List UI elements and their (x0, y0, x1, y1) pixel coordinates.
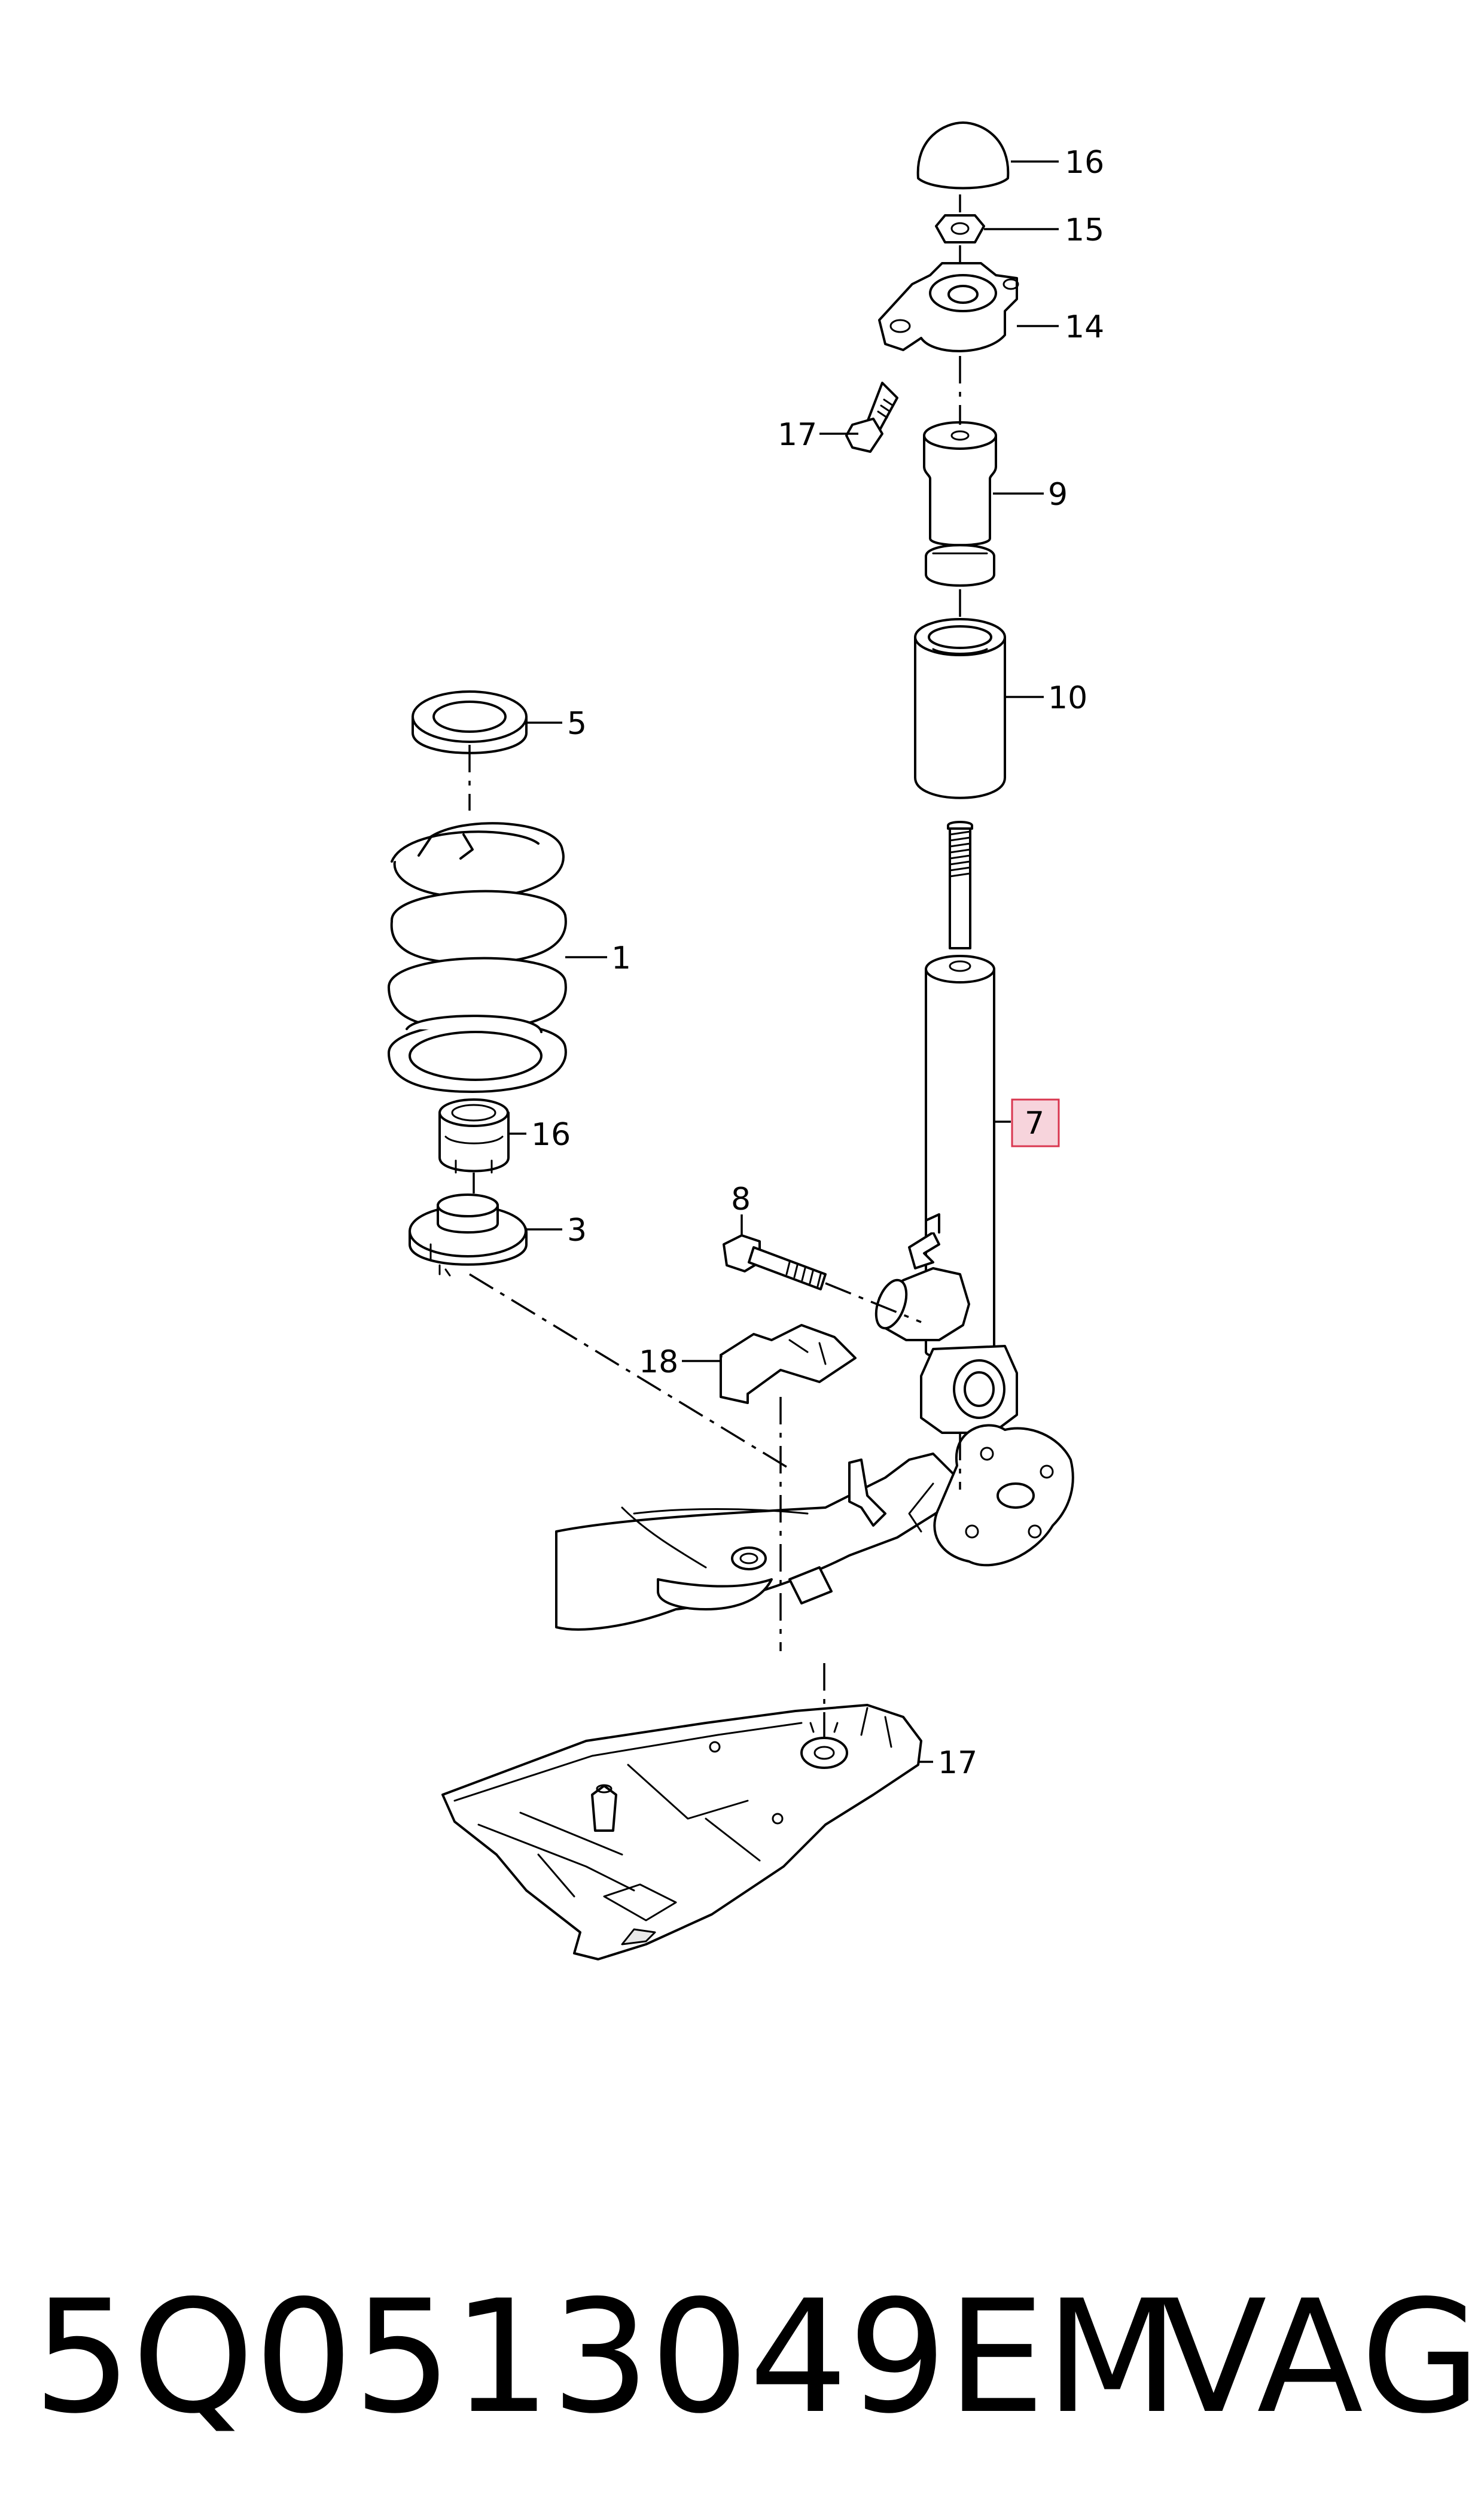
callout-17-final: 17 (938, 1745, 977, 1781)
callout-labels: 16 15 14 17 9 10 5 1 14 15 14 3 8 18 17 (567, 145, 1104, 1380)
callout-18: 18 (639, 1344, 678, 1380)
callout-5: 5 (567, 706, 587, 742)
rear-axle-beam (555, 1424, 1074, 1631)
callout-12: 14 (1065, 309, 1104, 345)
part-10-protective-sleeve (914, 618, 1006, 799)
part-7-shock-absorber (874, 821, 1018, 1434)
assembly-axes (468, 194, 961, 1738)
part-9-bump-stop (923, 421, 997, 587)
part-8-bolt (723, 1234, 827, 1290)
callout-7: 7 (1025, 1106, 1044, 1141)
part-15-bolt (845, 382, 898, 453)
part-number: 5Q0513049EM (33, 2267, 1180, 2448)
callout-1: 1 (611, 940, 631, 976)
callout-16-final: 16 (531, 1117, 571, 1153)
part-17-underbody-panel (441, 1704, 922, 1960)
part-18-bracket (720, 1324, 857, 1404)
part-1-coil-spring (388, 822, 567, 1093)
callout-7-highlight[interactable]: 7 (1011, 1098, 1060, 1147)
part-12-top-mount (878, 262, 1019, 352)
callout-15: 17 (778, 417, 817, 453)
callout-8: 8 (731, 1182, 751, 1217)
part-3-lower-spring-seat (409, 1193, 528, 1277)
part-13-nut (935, 214, 985, 243)
part-14-dust-cap (916, 121, 1010, 190)
brand-label: VAG (1160, 2267, 1481, 2448)
leader-lines (508, 160, 1059, 1763)
highlight-box (1011, 1098, 1060, 1147)
part-16-spring-pad (438, 1098, 510, 1174)
callout-13: 15 (1065, 212, 1104, 248)
callout-14: 16 (1065, 145, 1104, 181)
callout-3: 3 (567, 1213, 587, 1249)
part-5-upper-spring-seat (412, 690, 528, 754)
callout-10: 10 (1048, 680, 1087, 716)
callout-9: 9 (1048, 477, 1068, 513)
